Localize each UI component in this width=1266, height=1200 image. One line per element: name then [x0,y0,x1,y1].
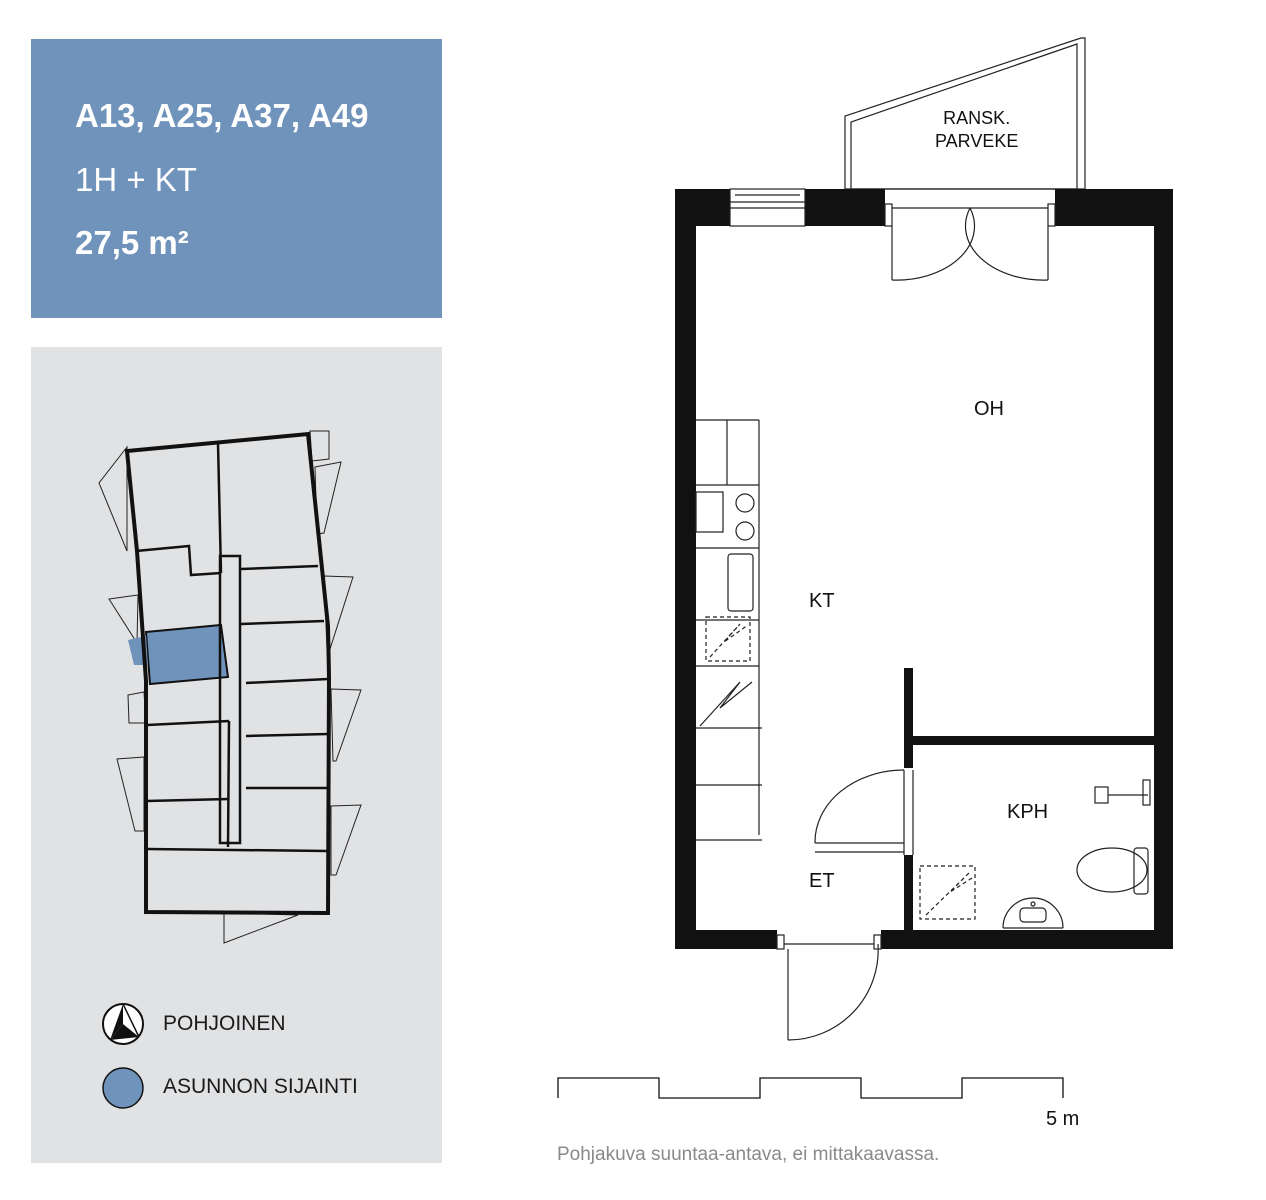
apartment-codes: A13, A25, A37, A49 [75,97,369,134]
kitchen-counters [695,419,762,841]
apartment-location-highlight [144,623,230,686]
building-key-plan [98,430,362,1109]
balcony-label: RANSK. PARVEKE [935,107,1018,153]
apartment-info-box: A13, A25, A37, A49 1H + KT 27,5 m² [31,39,442,318]
floor-plan: RANSK. PARVEKE OH KT KPH ET 5 m [540,30,1200,1130]
room-label-kitchen: KT [809,590,835,612]
kitchen-appliance-dashed [705,616,751,662]
legend-location-label: ASUNNON SIJAINTI [163,1075,358,1098]
room-label-living: OH [974,398,1004,420]
north-arrow-icon [102,1003,144,1045]
balcony-label-line1: RANSK. [943,108,1011,128]
key-plan-panel: POHJOINEN ASUNNON SIJAINTI [31,347,442,1163]
window [729,188,806,227]
apartment-area: 27,5 m² [75,224,189,261]
location-dot-icon [102,1067,144,1109]
key-plan-interior-walls [135,443,329,853]
floor-plan-drawing [557,37,1173,1099]
key-plan-balconies [98,430,362,944]
entrance-door [776,934,882,1041]
room-label-entry: ET [809,870,835,892]
balcony-outline [844,37,1086,190]
room-label-bathroom: KPH [1007,801,1049,823]
bathroom-fixtures [1002,779,1151,929]
scale-label: 5 m [1046,1108,1080,1130]
exterior-walls [675,189,1173,949]
bathroom-door [814,769,914,855]
shower-dashed [919,865,976,920]
key-plan-outline [124,431,332,916]
scale-bar [557,1077,1064,1099]
disclaimer-text: Pohjakuva suuntaa-antava, ei mittakaavas… [557,1144,940,1165]
balcony-double-door [884,203,1056,281]
legend-north-label: POHJOINEN [163,1012,286,1035]
balcony-label-line2: PARVEKE [935,131,1019,151]
apartment-type: 1H + KT [75,161,197,198]
